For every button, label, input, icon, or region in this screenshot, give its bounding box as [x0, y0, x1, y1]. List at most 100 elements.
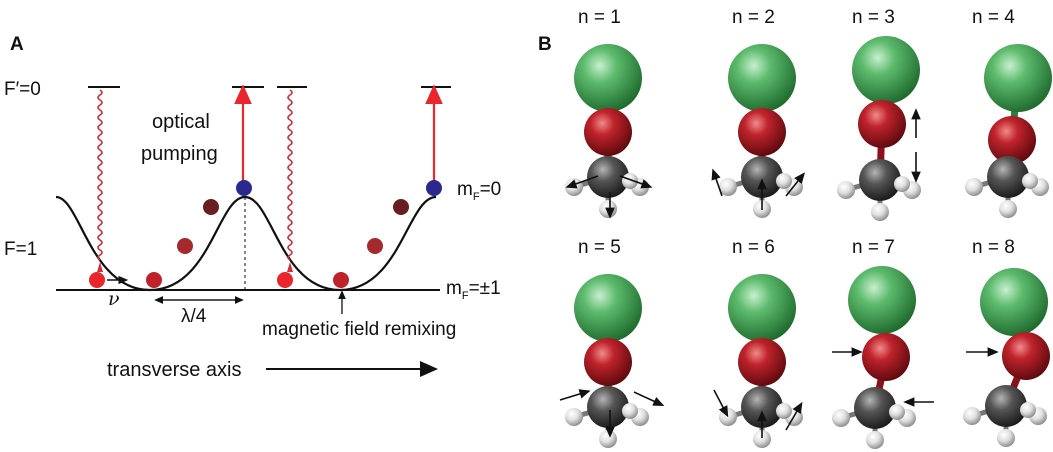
motion-arrow: [565, 175, 599, 189]
molecule-mode-6: n = 6: [713, 237, 803, 448]
motion-arrow: [713, 389, 729, 418]
mode-label: n = 6: [732, 237, 775, 258]
green-atom: [728, 44, 796, 112]
white-atom: [1022, 173, 1038, 189]
panel-a-label: A: [10, 34, 24, 55]
white-atom: [622, 173, 638, 189]
white-atom: [599, 200, 617, 218]
motion-arrow: [785, 401, 803, 431]
mode-label: n = 7: [852, 237, 895, 258]
molecule-mode-4: n = 4: [965, 7, 1052, 218]
panel-a-diagram: F′=0 F=1 optical pumping mF=0 mF=±1 ν λ/…: [4, 79, 501, 381]
white-atom: [599, 430, 617, 448]
decay-wavy-2: [287, 89, 293, 261]
atom-mid-2: [367, 238, 383, 254]
motion-arrow: [785, 172, 805, 197]
white-atom: [622, 403, 638, 419]
red-atom: [738, 338, 786, 386]
white-atom: [871, 203, 889, 221]
mode-label: n = 4: [972, 7, 1015, 28]
white-atom: [889, 404, 905, 420]
white-atom: [1020, 402, 1036, 418]
red-atom: [988, 116, 1036, 164]
atom-pumped-1: [236, 180, 252, 196]
motion-arrow: [559, 389, 591, 401]
mode-label: n = 3: [852, 7, 895, 28]
gray-atom: [587, 386, 629, 428]
molecule-mode-8: n = 8: [963, 237, 1050, 447]
green-atom: [728, 274, 796, 342]
green-atom: [980, 268, 1048, 336]
atom-high-2: [393, 199, 409, 215]
panel-b-molecules: n = 1 n = 2 n = 3 n = 4 n = 5 n = 6 n = 7 n = 8: [559, 7, 1052, 449]
green-atom: [852, 36, 920, 104]
atom-pumped-2: [426, 180, 442, 196]
gray-atom: [854, 387, 896, 429]
gray-atom: [741, 156, 783, 198]
gray-atom: [587, 156, 629, 198]
mode-label: n = 5: [578, 237, 621, 258]
white-atom: [776, 173, 792, 189]
white-atom: [719, 178, 737, 196]
atom-ground-2: [146, 272, 162, 288]
white-atom: [565, 178, 583, 196]
white-atom: [997, 429, 1015, 447]
white-atom: [963, 407, 981, 425]
white-atom: [832, 409, 850, 427]
ground-level-label: F=1: [4, 239, 37, 260]
optical-label-line1: optical: [152, 111, 210, 133]
red-atom: [858, 100, 906, 148]
remixing-label: magnetic field remixing: [262, 319, 456, 340]
gray-atom: [985, 385, 1027, 427]
molecule-mode-1: n = 1: [565, 7, 653, 219]
axis-label: transverse axis: [107, 359, 242, 381]
decay-arrowhead-2: [287, 262, 293, 272]
motion-arrow: [633, 391, 665, 407]
white-atom: [719, 408, 737, 426]
atom-ground-3: [277, 272, 293, 288]
white-atom: [965, 178, 983, 196]
motion-arrow: [711, 168, 723, 197]
green-atom: [574, 44, 642, 112]
mf1-label: mF=±1: [446, 278, 501, 302]
white-atom: [894, 176, 910, 192]
velocity-label: ν: [108, 288, 120, 310]
decay-wavy-1: [97, 89, 103, 261]
white-atom: [837, 181, 855, 199]
atom-ground-1: [89, 272, 105, 288]
gray-atom: [859, 159, 901, 201]
molecule-mode-2: n = 2: [711, 7, 805, 218]
excited-level-label: F′=0: [4, 79, 41, 100]
white-atom: [999, 200, 1017, 218]
motion-arrow: [619, 175, 653, 189]
lambda-label: λ/4: [181, 306, 207, 327]
white-atom: [866, 431, 884, 449]
red-atom: [1002, 332, 1050, 380]
green-atom: [574, 274, 642, 342]
mf0-label: mF=0: [457, 179, 501, 203]
atom-mid-1: [177, 238, 193, 254]
red-atom: [584, 108, 632, 156]
gray-atom: [987, 156, 1029, 198]
white-atom: [753, 430, 771, 448]
atom-ground-4: [333, 272, 349, 288]
green-atom: [984, 44, 1052, 112]
white-atom: [776, 403, 792, 419]
decay-arrowhead-1: [97, 262, 103, 272]
mode-label: n = 1: [578, 7, 621, 28]
panel-b-label: B: [538, 34, 552, 55]
optical-label-line2: pumping: [141, 143, 218, 165]
molecule-mode-5: n = 5: [559, 237, 665, 448]
green-atom: [848, 266, 916, 334]
gray-atom: [741, 386, 783, 428]
white-atom: [565, 408, 583, 426]
molecule-mode-7: n = 7: [832, 237, 934, 449]
atom-high-1: [203, 199, 219, 215]
red-atom: [738, 108, 786, 156]
molecule-mode-3: n = 3: [837, 7, 921, 221]
mode-label: n = 8: [972, 237, 1015, 258]
red-atom: [584, 338, 632, 386]
red-atom: [862, 333, 910, 381]
mode-label: n = 2: [732, 7, 775, 28]
